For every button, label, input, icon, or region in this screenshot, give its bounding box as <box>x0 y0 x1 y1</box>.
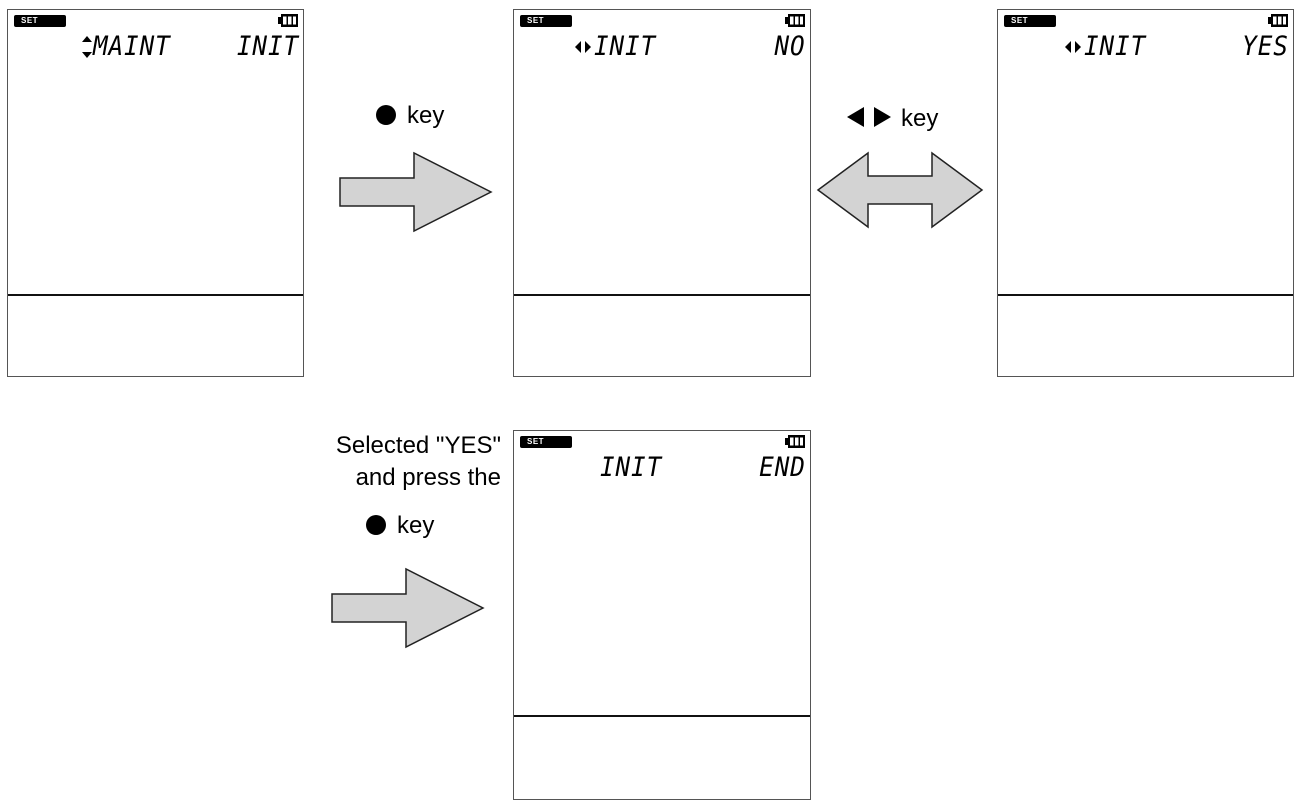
lcd-left-text: MAINT <box>93 31 171 62</box>
display-screen-3: SET INIT YES <box>997 9 1294 377</box>
left-right-arrow-icon <box>1065 41 1081 53</box>
set-badge: SET <box>520 15 572 27</box>
screen-divider <box>514 294 810 296</box>
display-screen-2: SET INIT NO <box>513 9 811 377</box>
filled-circle-icon <box>366 515 386 535</box>
left-triangle-icon <box>847 107 864 127</box>
right-arrow-icon <box>331 567 485 649</box>
set-badge: SET <box>1004 15 1056 27</box>
lcd-left-text: INIT <box>600 452 663 483</box>
double-headed-arrow-icon <box>816 151 984 229</box>
up-down-arrow-icon <box>82 36 92 58</box>
display-screen-1: SET MAINT INIT <box>7 9 304 377</box>
set-badge: SET <box>14 15 66 27</box>
right-triangle-icon <box>874 107 891 127</box>
key-label: key <box>397 512 435 539</box>
display-screen-4: SET INIT END <box>513 430 811 800</box>
battery-icon <box>278 14 298 27</box>
left-right-arrow-icon <box>575 41 591 53</box>
lcd-right-text: END <box>759 452 806 483</box>
lcd-right-text: NO <box>774 31 806 62</box>
lcd-right-text: YES <box>1242 31 1289 62</box>
key-label: key <box>901 105 939 132</box>
set-badge: SET <box>520 436 572 448</box>
screen-divider <box>8 294 303 296</box>
key-label: key <box>407 102 445 129</box>
step-press-left-right-keys: key <box>847 105 938 133</box>
right-arrow-icon <box>339 151 493 233</box>
confirm-line-1: Selected "YES" <box>335 432 501 459</box>
lcd-left-text: INIT <box>594 31 657 62</box>
step-confirm-center-key: key <box>366 512 434 540</box>
step-press-center-key: key <box>376 102 444 130</box>
screen-divider <box>998 294 1293 296</box>
confirm-line-2: and press the <box>355 464 501 491</box>
battery-icon <box>785 14 805 27</box>
battery-icon <box>785 435 805 448</box>
confirm-caption: Selected "YES" and press the <box>336 430 501 494</box>
lcd-right-text: INIT <box>236 31 299 62</box>
filled-circle-icon <box>376 105 396 125</box>
screen-divider <box>514 715 810 717</box>
battery-icon <box>1268 14 1288 27</box>
lcd-left-text: INIT <box>1084 31 1147 62</box>
